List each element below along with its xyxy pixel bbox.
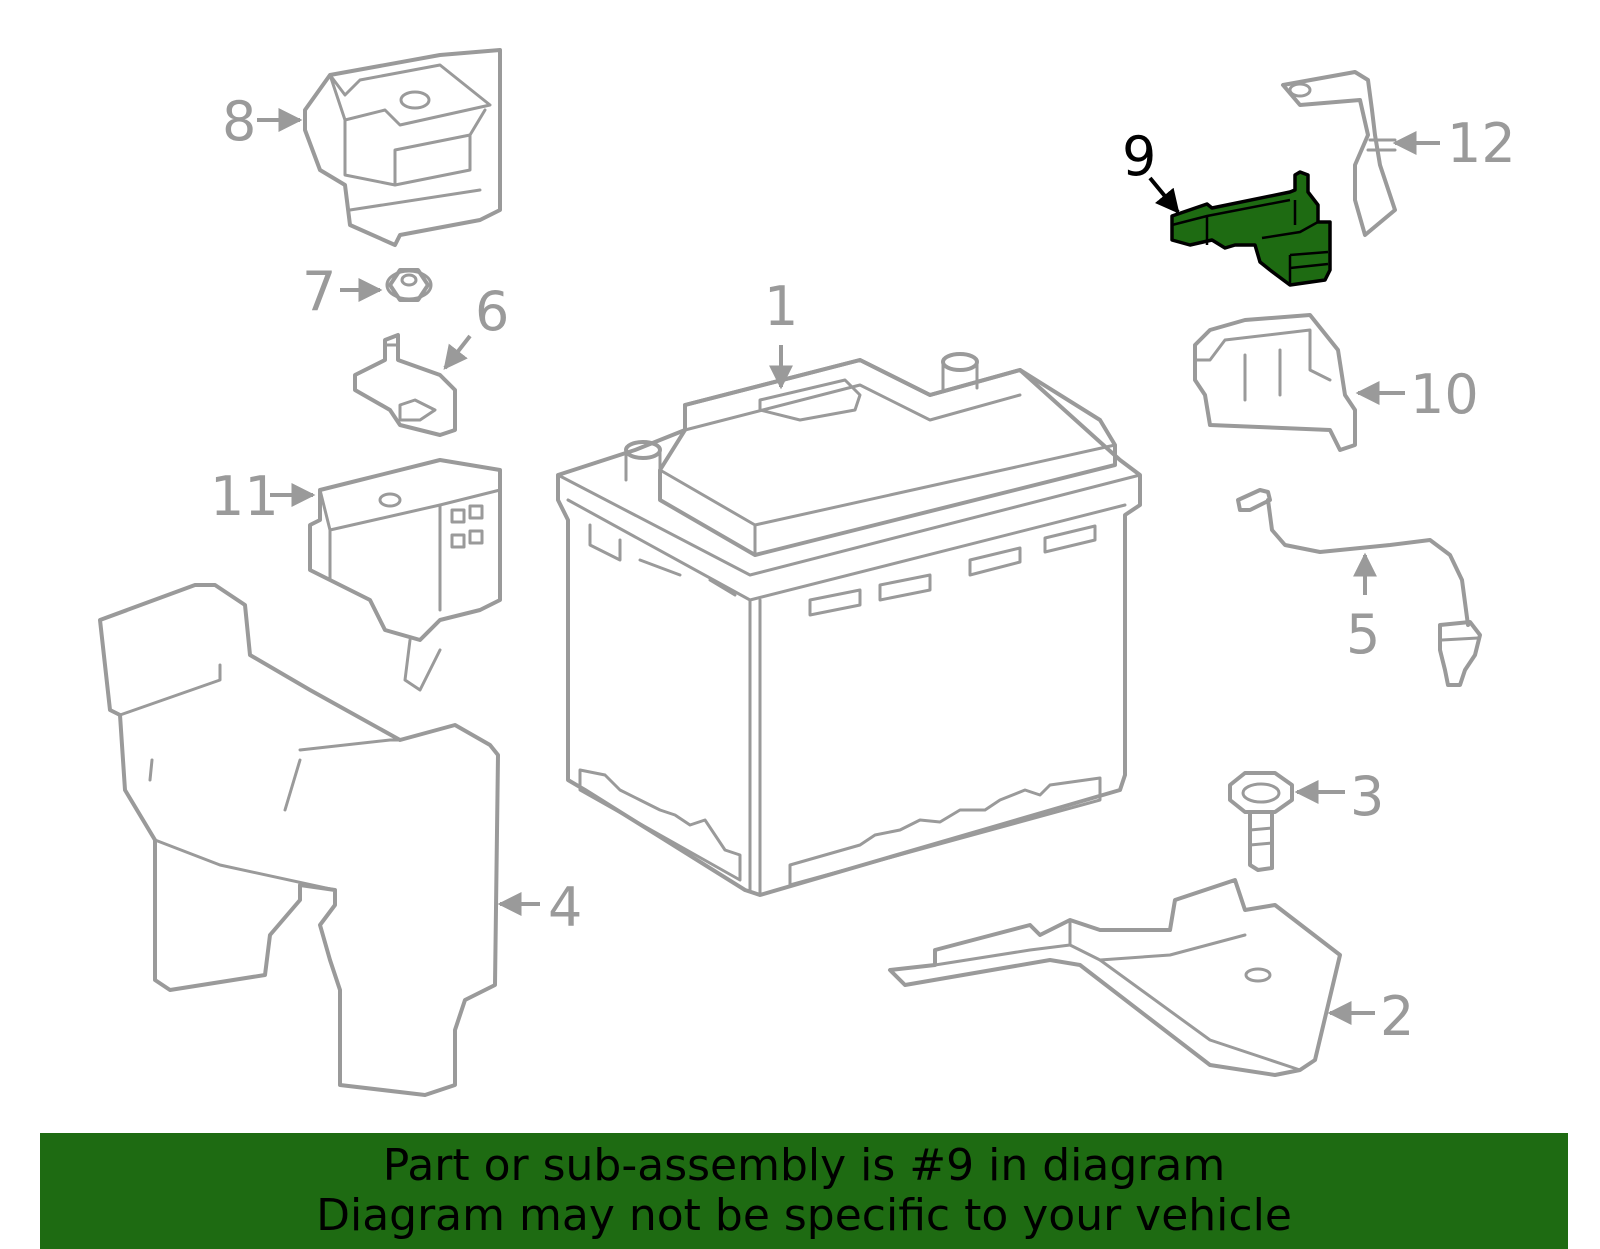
- part-6-terminal: [353, 333, 457, 437]
- callout-11: 11: [210, 465, 279, 528]
- part-11-fuse-block: [308, 458, 502, 692]
- callout-8: 8: [222, 90, 256, 153]
- callout-9: 9: [1122, 125, 1156, 188]
- callout-3: 3: [1350, 765, 1384, 828]
- callout-7: 7: [302, 260, 336, 323]
- callout-12: 12: [1447, 112, 1516, 175]
- banner-line-2: Diagram may not be specific to your vehi…: [316, 1190, 1292, 1241]
- part-8-fuse-cover: [303, 48, 502, 247]
- part-2-tray: [888, 878, 1342, 1077]
- part-3-bolt: [1228, 771, 1294, 872]
- part-9-sensor-highlighted: [1170, 170, 1332, 287]
- callout-6: 6: [475, 280, 509, 343]
- part-10-bracket: [1193, 313, 1357, 452]
- banner-line-1: Part or sub-assembly is #9 in diagram: [382, 1140, 1226, 1191]
- callout-10: 10: [1410, 363, 1479, 426]
- callout-2: 2: [1380, 985, 1414, 1048]
- part-5-sensor-cable: [1236, 488, 1482, 687]
- info-banner: Part or sub-assembly is #9 in diagram Di…: [40, 1133, 1568, 1249]
- callout-4: 4: [548, 876, 582, 939]
- callout-5: 5: [1346, 603, 1380, 666]
- callout-1: 1: [764, 275, 798, 338]
- part-4-insulator: [98, 583, 500, 1097]
- part-12-cable-end: [1281, 70, 1397, 237]
- part-1-battery: [556, 352, 1142, 897]
- part-7-nut: [385, 268, 433, 302]
